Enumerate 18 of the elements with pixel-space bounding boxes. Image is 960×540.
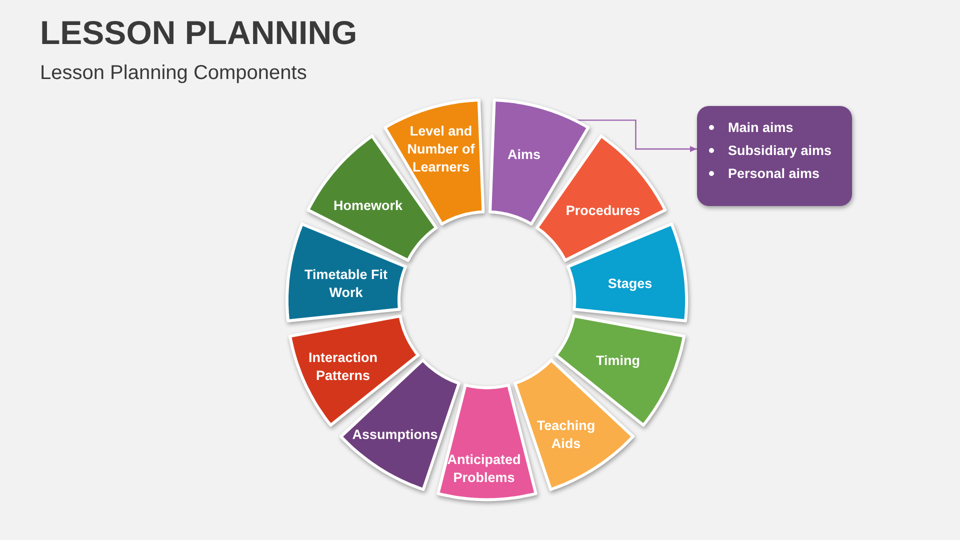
bullet-text: Main aims <box>728 120 794 135</box>
segment-label: Homework <box>332 196 404 215</box>
segment-label: Stages <box>606 274 654 293</box>
callout-box <box>697 106 852 206</box>
connector-arrow <box>574 120 697 152</box>
segment-label: Teaching Aids <box>536 416 596 453</box>
segment-label: Timing <box>594 352 641 370</box>
segment-label: Timetable Fit Work <box>304 266 388 302</box>
title: LESSON PLANNING <box>40 14 358 52</box>
bullet-text: Personal aims <box>728 166 820 181</box>
segment-label: Level and Number of Learners <box>406 122 476 178</box>
segment-label: Interaction Patterns <box>307 348 378 385</box>
segment-label: Assumptions <box>351 426 439 444</box>
segment-label: Aims <box>506 146 542 164</box>
segment-label: Procedures <box>564 202 642 220</box>
bullet-text: Subsidiary aims <box>728 143 832 158</box>
subtitle: Lesson Planning Components <box>40 62 307 85</box>
segment-label: Anticipated Problems <box>446 450 522 487</box>
